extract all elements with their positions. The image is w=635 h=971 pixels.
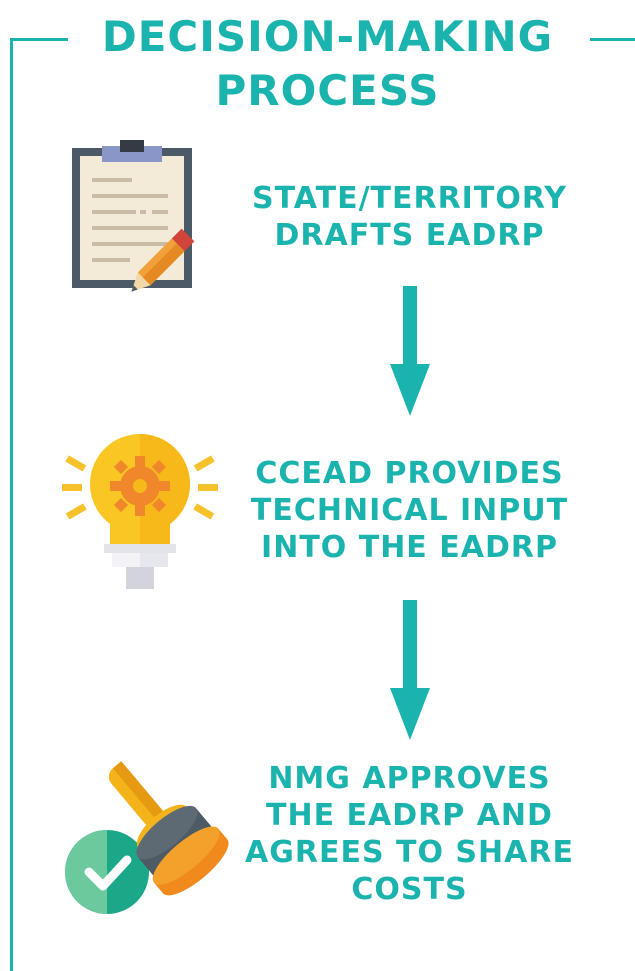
- step-3-line-4: COSTS: [351, 872, 468, 907]
- step-2-line-3: INTO THE EADRP: [261, 530, 558, 565]
- arrow-down-1: [390, 286, 430, 422]
- step-2-line-1: CCEAD PROVIDES: [255, 456, 564, 491]
- step-1-line-2: DRAFTS EADRP: [274, 218, 545, 253]
- frame-top-left-line: [10, 38, 68, 41]
- step-3-line-1: NMG APPROVES: [268, 761, 551, 796]
- lightbulb-gear-icon: [58, 432, 223, 596]
- step-3-text: NMG APPROVES THE EADRP AND AGREES TO SHA…: [232, 760, 587, 908]
- frame-left-line: [10, 38, 13, 971]
- approval-stamp-icon: [65, 750, 230, 924]
- clipboard-pencil-icon: [70, 140, 210, 299]
- step-1-line-1: STATE/TERRITORY: [251, 181, 567, 216]
- step-3-line-3: AGREES TO SHARE: [245, 835, 574, 870]
- step-2-text: CCEAD PROVIDES TECHNICAL INPUT INTO THE …: [232, 455, 587, 566]
- step-2-line-2: TECHNICAL INPUT: [250, 493, 569, 528]
- frame-top-right-line: [590, 38, 635, 41]
- diagram-title: DECISION-MAKING PROCESS: [70, 10, 585, 118]
- step-1-text: STATE/TERRITORY DRAFTS EADRP: [232, 180, 587, 254]
- title-line-2: PROCESS: [215, 66, 440, 115]
- arrow-down-2: [390, 600, 430, 746]
- step-3-line-2: THE EADRP AND: [266, 798, 553, 833]
- title-line-1: DECISION-MAKING: [101, 12, 554, 61]
